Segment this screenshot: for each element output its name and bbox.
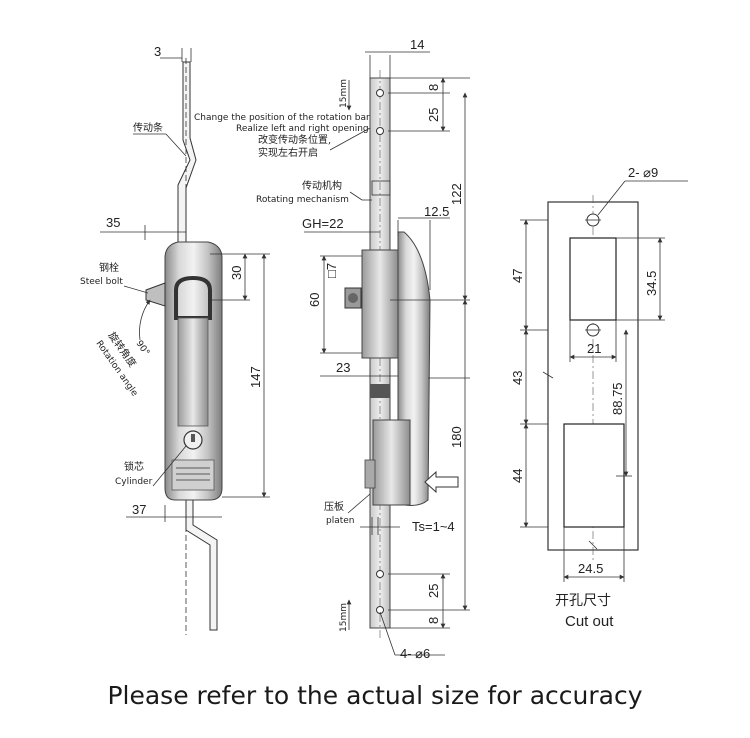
steel-bolt <box>145 282 166 307</box>
dim-holes-middle-label: 4- ⌀6 <box>400 646 430 661</box>
dim-15mm-top-label: 15mm <box>339 79 349 108</box>
dim-35-label: 35 <box>106 215 120 230</box>
dim-47-label: 47 <box>510 269 525 283</box>
cylinder-block <box>372 419 411 506</box>
dim-30-label: 30 <box>229 266 244 280</box>
rotation-bar-top <box>177 61 197 256</box>
dim-15mm-bottom-label: 15mm <box>339 603 349 632</box>
dim-44-label: 44 <box>510 469 525 483</box>
mechanism-label-cn: 传动机构 <box>302 179 342 192</box>
dim-24-5-label: 24.5 <box>578 561 603 576</box>
cylinder-label-en: Cylinder <box>115 477 153 487</box>
dim-8-top-label: 8 <box>426 84 441 91</box>
cylinder-base <box>171 459 215 491</box>
right-view: 2- ⌀9 47 34.5 21 43 88.75 44 24.5 <box>510 165 688 630</box>
cutout-title-en: Cut out <box>565 613 614 630</box>
dim-23-label: 23 <box>336 360 350 375</box>
rotation-bar-bottom <box>185 499 218 631</box>
dim-holes-right-label: 2- ⌀9 <box>628 165 658 180</box>
angle-value: 90° <box>134 339 151 358</box>
cutout-rect-top <box>569 237 617 321</box>
handle <box>174 275 212 320</box>
note-en-1: Change the position of the rotation bar <box>194 113 370 123</box>
cutout-rect-bottom <box>563 423 625 528</box>
dim-square-7-label: □7 <box>324 263 339 278</box>
dim-gh-label: GH=22 <box>302 216 344 231</box>
dim-21-label: 21 <box>587 341 601 356</box>
mechanism-label-en: Rotating mechanism <box>256 195 349 205</box>
dim-ts-label: Ts=1~4 <box>412 519 455 534</box>
dim-37-label: 37 <box>132 502 146 517</box>
note-cn-1: 改变传动条位置, <box>258 133 331 146</box>
dim-122-label: 122 <box>449 183 464 205</box>
dim-14-label: 14 <box>410 37 424 52</box>
note-en-2: Realize left and right opening <box>236 124 369 134</box>
steel-bolt-label-cn: 钢栓 <box>99 261 119 274</box>
handle-grip <box>177 317 209 427</box>
dim-34-5-label: 34.5 <box>644 271 659 296</box>
square-nut <box>344 287 362 309</box>
platen-label-cn: 压板 <box>324 500 344 513</box>
dim-88-75-label: 88.75 <box>610 382 625 415</box>
left-view: 3 35 30 147 37 传动条 钢栓 Steel bolt 90° 旋转角… <box>80 44 270 635</box>
rotation-bar-label-cn: 传动条 <box>133 121 163 134</box>
dim-60-label: 60 <box>307 293 322 307</box>
platen-label-en: platen <box>326 516 355 526</box>
dim-8-bottom-label: 8 <box>426 617 441 624</box>
dim-25-bottom-label: 25 <box>426 584 441 598</box>
middle-view: 14 8 25 15mm Change the position of the … <box>194 37 470 661</box>
dim-180-label: 180 <box>449 426 464 448</box>
dim-147-label: 147 <box>248 366 263 388</box>
dim-43-label: 43 <box>510 371 525 385</box>
cutout-title-cn: 开孔尺寸 <box>555 593 611 609</box>
mechanism-block <box>361 249 399 359</box>
dim-3-label: 3 <box>154 44 161 59</box>
note-cn-2: 实现左右开启 <box>258 146 318 159</box>
cylinder-label-cn: 锁芯 <box>124 460 144 473</box>
accuracy-caption: Please refer to the actual size for accu… <box>107 681 643 710</box>
steel-bolt-label-en: Steel bolt <box>80 277 123 287</box>
dim-12-5-label: 12.5 <box>424 204 449 219</box>
dim-25-top-label: 25 <box>426 108 441 122</box>
platen-arrow <box>424 470 459 494</box>
